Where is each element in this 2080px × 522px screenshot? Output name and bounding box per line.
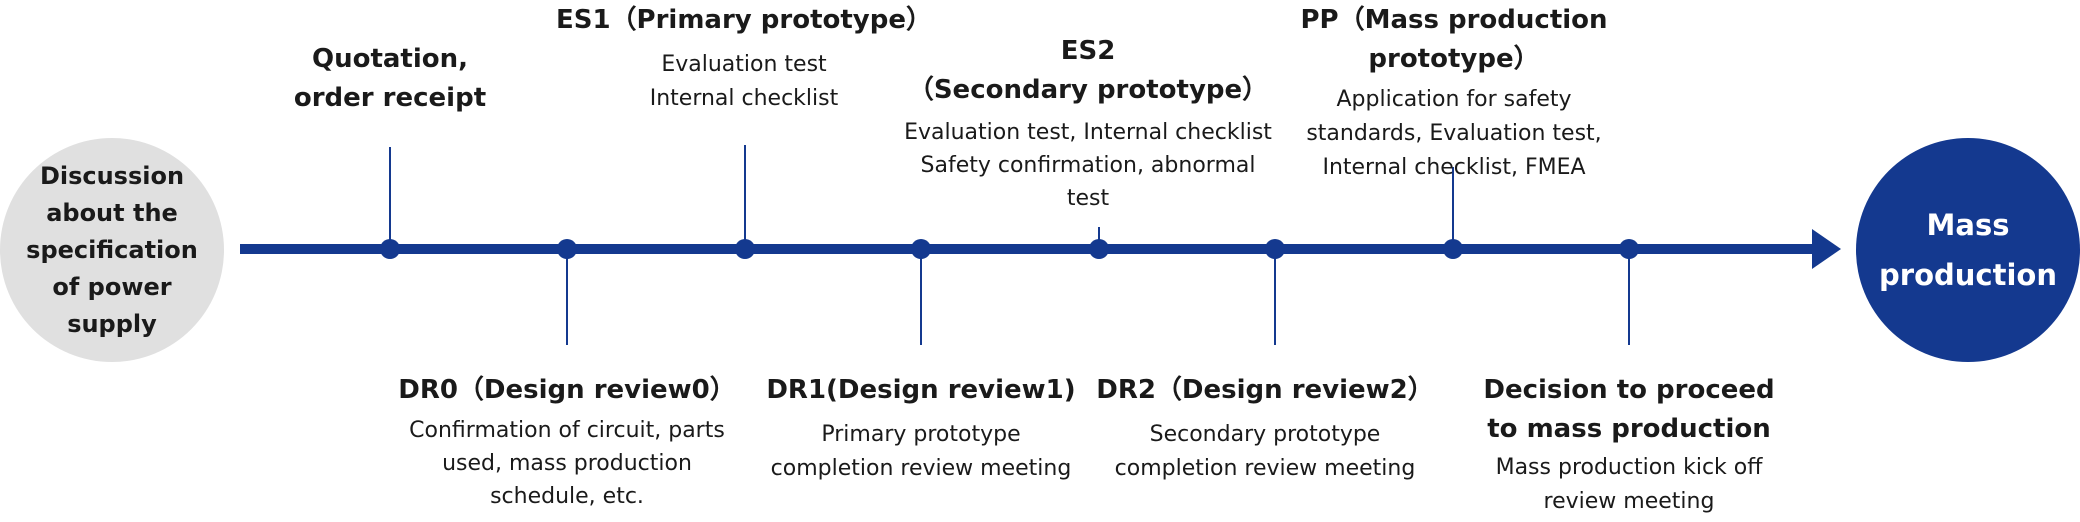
milestone-tick <box>1274 249 1276 345</box>
milestone-description: Confirmation of circuit, parts used, mas… <box>409 418 725 509</box>
timeline-line <box>240 244 1813 254</box>
milestone-description: Mass production kick off review meeting <box>1495 455 1763 514</box>
milestone-node <box>735 239 755 259</box>
milestone-label: DR1(Design review1) Primary prototype co… <box>736 371 1106 486</box>
milestone-label: PP（Mass production prototype） Applicatio… <box>1234 1 1674 185</box>
milestone-tick <box>389 147 391 249</box>
milestone-description: Secondary prototype completion review me… <box>1114 422 1416 481</box>
milestone-label: DR0（Design review0） Confirmation of circ… <box>372 371 762 513</box>
milestone-description: Primary prototype completion review meet… <box>770 422 1072 481</box>
milestone-node <box>1619 239 1639 259</box>
end-circle-label: Mass production <box>1879 208 2057 292</box>
milestone-title: Decision to proceed to mass production <box>1483 375 1775 444</box>
milestone-description: Evaluation test Internal checklist <box>649 52 839 111</box>
milestone-title: DR0（Design review0） <box>398 375 736 405</box>
start-circle-label: Discussion about the specification of po… <box>26 161 198 338</box>
milestone-node <box>1265 239 1285 259</box>
milestone-title: ES1（Primary prototype） <box>555 5 933 35</box>
milestone-label: Decision to proceed to mass production M… <box>1454 371 1804 519</box>
milestone-title: DR1(Design review1) <box>766 375 1076 405</box>
milestone-title: PP（Mass production prototype） <box>1300 5 1608 74</box>
milestone-label: ES2 （Secondary prototype） Evaluation tes… <box>888 32 1288 215</box>
milestone-tick <box>1452 167 1454 249</box>
milestone-title: ES2 （Secondary prototype） <box>907 36 1269 105</box>
milestone-node <box>1089 239 1109 259</box>
milestone-description: Application for safety standards, Evalua… <box>1306 87 1602 180</box>
milestone-node <box>557 239 577 259</box>
end-circle: Mass production <box>1856 138 2080 362</box>
start-circle: Discussion about the specification of po… <box>0 138 224 362</box>
milestone-tick <box>744 145 746 249</box>
milestone-tick <box>566 249 568 345</box>
milestone-title: Quotation, order receipt <box>293 44 487 113</box>
milestone-node <box>380 239 400 259</box>
milestone-label: ES1（Primary prototype） Evaluation test I… <box>534 1 954 116</box>
milestone-label: Quotation, order receipt <box>240 40 540 118</box>
milestone-tick <box>1098 227 1100 249</box>
milestone-node <box>1443 239 1463 259</box>
milestone-tick <box>920 249 922 345</box>
milestone-label: DR2（Design review2） Secondary prototype … <box>1080 371 1450 486</box>
milestone-node <box>911 239 931 259</box>
milestone-title: DR2（Design review2） <box>1096 375 1434 405</box>
milestone-description: Evaluation test, Internal checklist Safe… <box>904 120 1272 211</box>
timeline-arrow-head <box>1812 229 1841 269</box>
milestone-tick <box>1628 249 1630 345</box>
